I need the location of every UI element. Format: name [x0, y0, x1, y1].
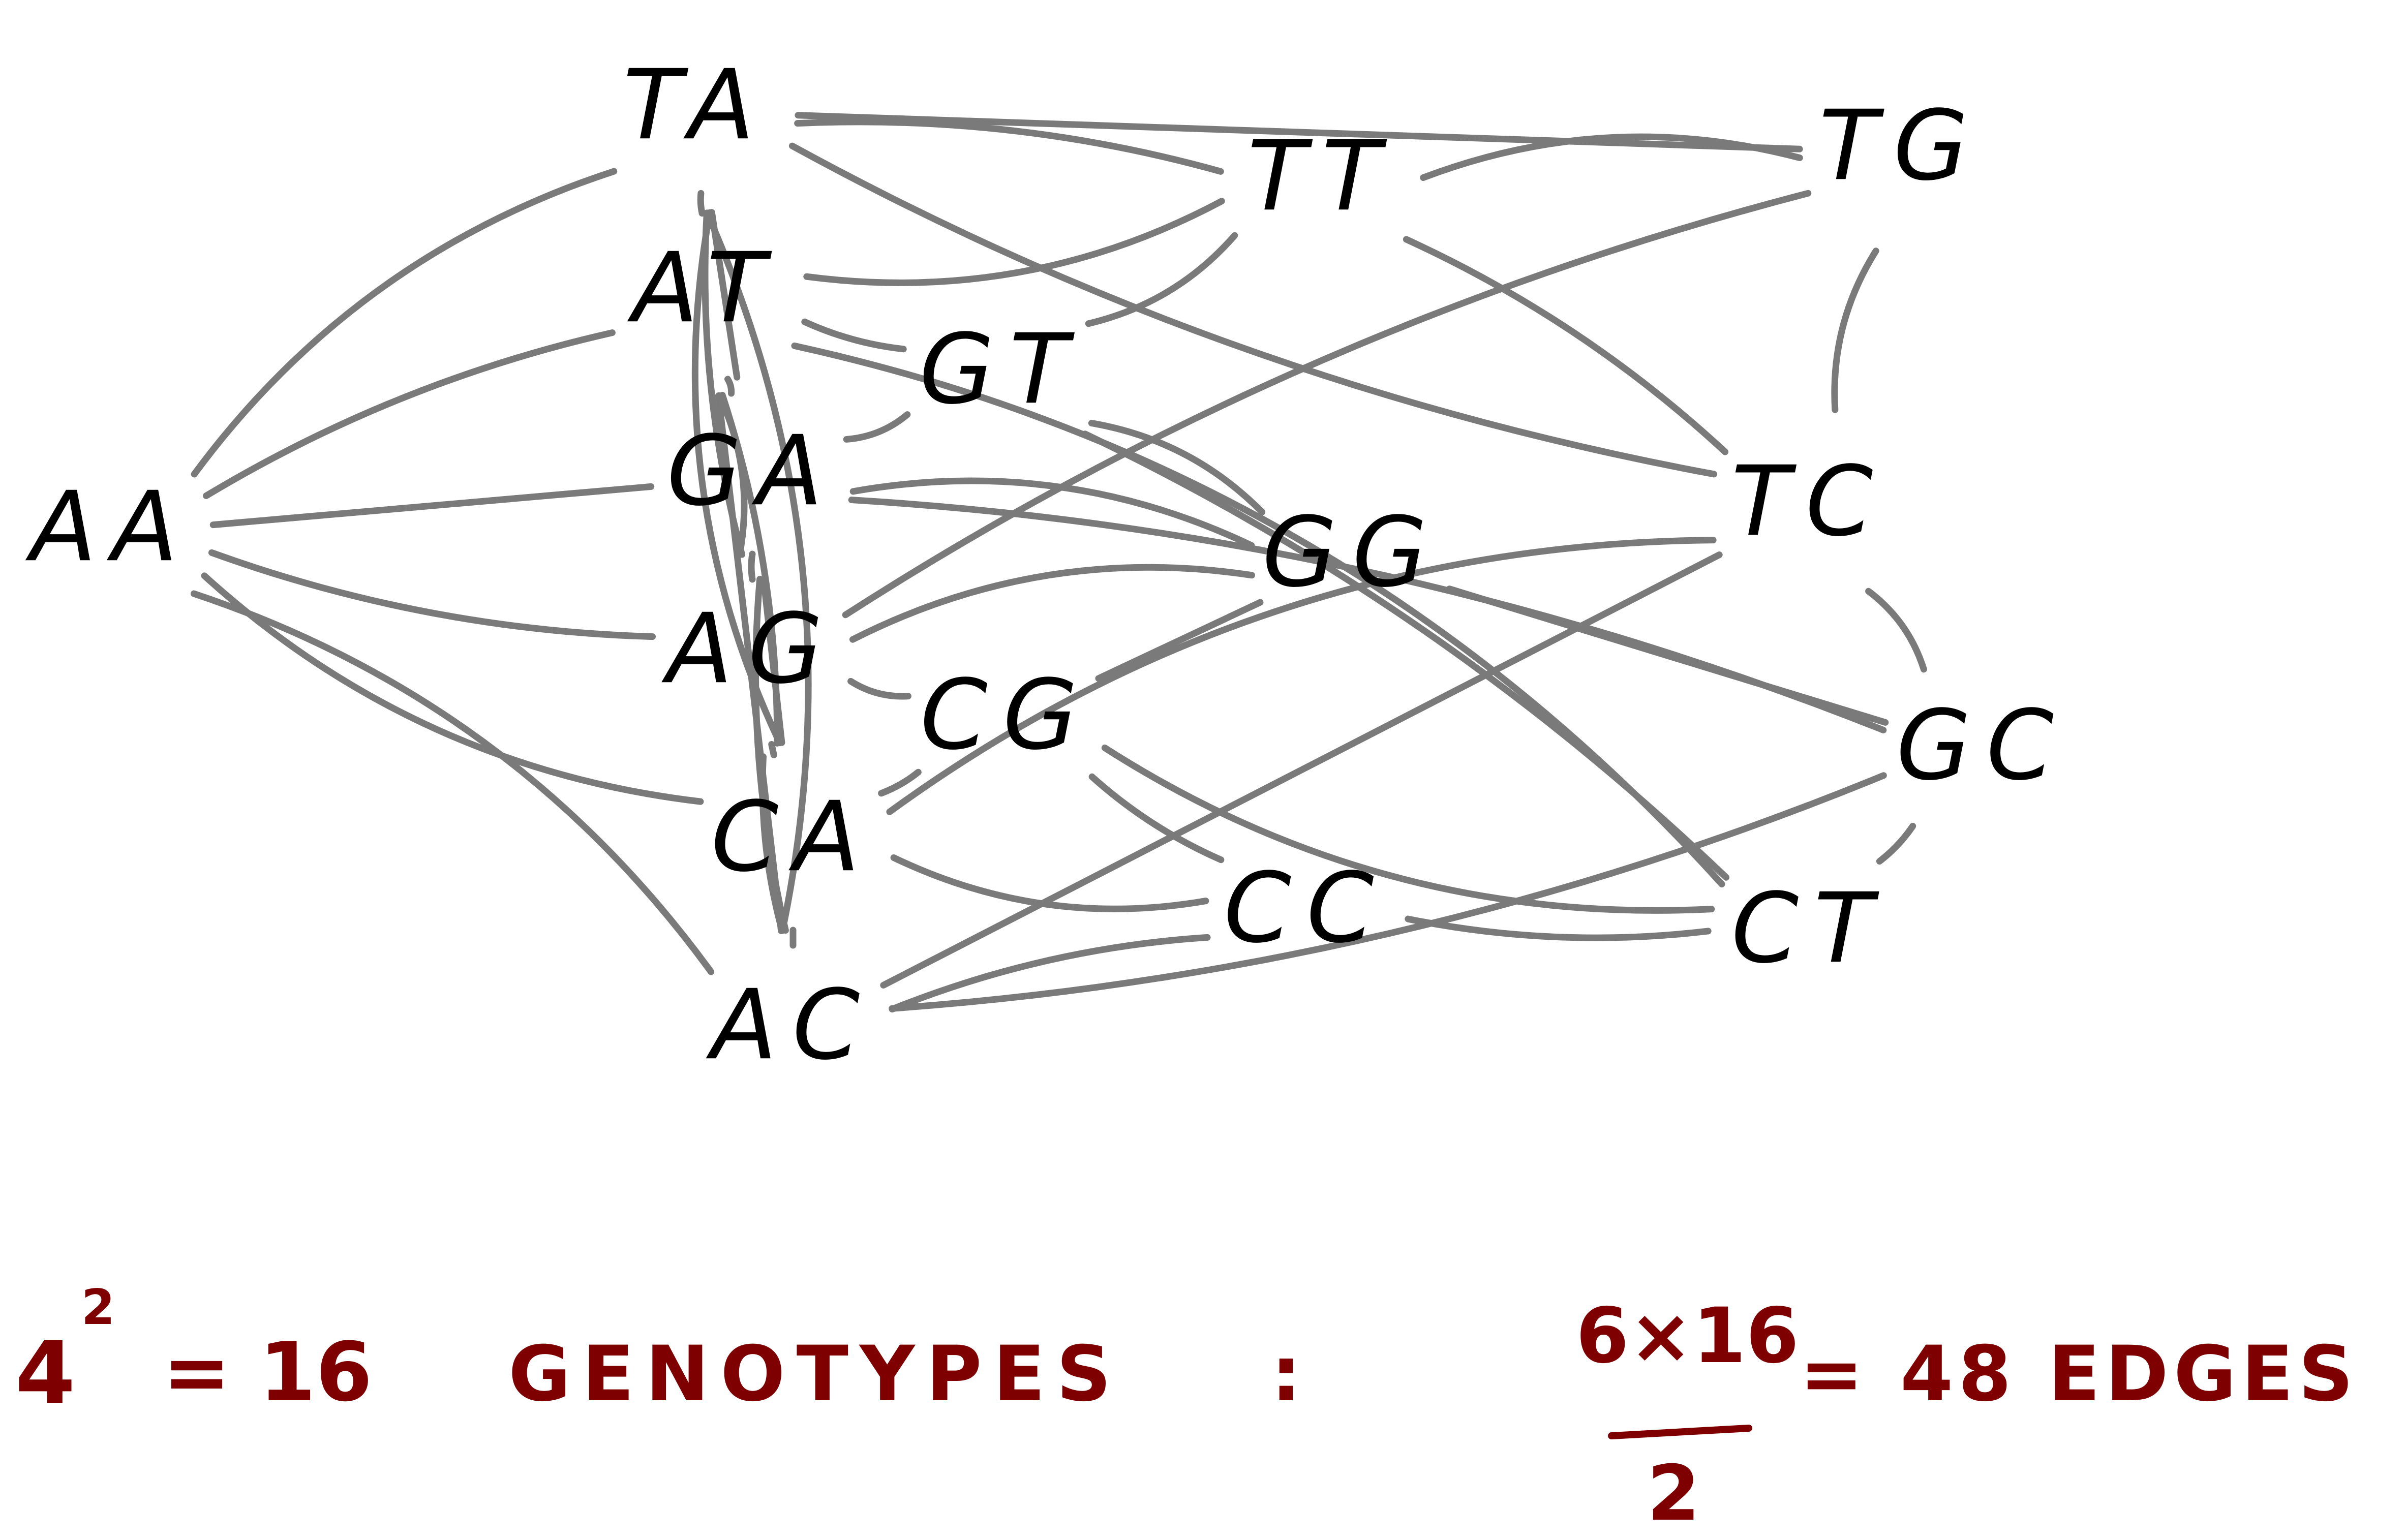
edge-GG-GC	[1446, 586, 1889, 726]
edge-GA-AC	[752, 575, 789, 934]
formula-power-base: 4	[15, 1323, 75, 1424]
edge-AT-TT	[803, 198, 1225, 286]
edge-AA-GA	[209, 483, 655, 529]
edge-CG-CT	[1101, 744, 1715, 914]
edge-TA-TG	[795, 112, 1803, 152]
node-GC: GC	[1896, 689, 2069, 802]
edge-GA-GT	[843, 411, 911, 443]
edge-TC-GC	[1865, 588, 1927, 673]
node-CG: CG	[920, 659, 1093, 771]
formula-genotypes-word: GENOTYPES	[508, 1330, 1122, 1419]
node-CT: CT	[1731, 872, 1889, 984]
edge-TT-TG	[1420, 133, 1803, 181]
edge-TA-TT	[794, 118, 1224, 175]
edges-layer	[190, 112, 1927, 1013]
node-TG: TG	[1819, 89, 1983, 202]
formula: 4 2 = 16 GENOTYPES : 6×16 2 = 48 EDGES	[15, 1280, 2358, 1538]
formula-denominator: 2	[1647, 1450, 1700, 1538]
edge-AA-TA	[191, 168, 618, 478]
edge-AG-CA	[768, 741, 777, 758]
edge-GC-CT	[1876, 822, 1916, 865]
formula-fraction-line	[1608, 1425, 1752, 1439]
edge-AC-CC	[889, 934, 1211, 1013]
node-AA: AA	[25, 471, 193, 583]
node-GG: GG	[1262, 496, 1442, 608]
formula-equals-edges: = 48 EDGES	[1800, 1330, 2358, 1419]
edge-GA-AG	[748, 550, 756, 583]
edge-GT-GG	[1088, 420, 1266, 515]
edge-TT-TC	[1403, 236, 1729, 455]
edge-CA-CG	[878, 768, 922, 797]
node-CA: CA	[711, 781, 875, 893]
edge-TA-AC	[704, 209, 812, 934]
node-TT: TT	[1247, 120, 1396, 232]
formula-colon: :	[1271, 1330, 1301, 1419]
edge-AG-TG	[842, 190, 1812, 619]
edge-AT-GT	[801, 318, 907, 353]
edge-TA-AT	[697, 190, 706, 217]
formula-numerator: 6×16	[1576, 1292, 1799, 1380]
edge-AA-AG	[208, 549, 656, 640]
node-CC: CC	[1224, 852, 1389, 964]
edge-AA-CA	[201, 572, 704, 805]
edge-AG-AC	[759, 753, 785, 934]
node-GT: GT	[919, 313, 1083, 425]
edge-AG-CG	[847, 677, 911, 700]
node-AG: AG	[661, 593, 838, 705]
node-TC: TC	[1731, 445, 1889, 558]
edge-TA-TC	[788, 142, 1718, 478]
node-AC: AC	[706, 969, 875, 1081]
edge-AA-AT	[203, 329, 616, 499]
edge-AC-TC	[880, 551, 1723, 989]
edge-CA-TC	[886, 537, 1717, 815]
edge-GT-TT	[1085, 232, 1238, 327]
edge-AC-GC	[889, 772, 1887, 1012]
edge-GT-CT	[1081, 430, 1730, 881]
edge-AT-GA	[724, 376, 735, 397]
edge-CC-CT	[1405, 915, 1712, 941]
edge-AG-GG	[849, 564, 1256, 643]
formula-power-exponent: 2	[81, 1280, 115, 1336]
edge-GA-CA	[760, 575, 785, 746]
formula-equals-count: = 16	[163, 1325, 372, 1420]
node-GA: GA	[666, 415, 838, 527]
edge-AA-AC	[190, 590, 715, 975]
node-AT: AT	[627, 232, 781, 344]
edge-TG-TC	[1831, 248, 1879, 413]
edge-CG-CC	[1088, 773, 1225, 864]
edge-CG-GG	[1095, 599, 1264, 682]
node-TA: TA	[623, 49, 770, 161]
